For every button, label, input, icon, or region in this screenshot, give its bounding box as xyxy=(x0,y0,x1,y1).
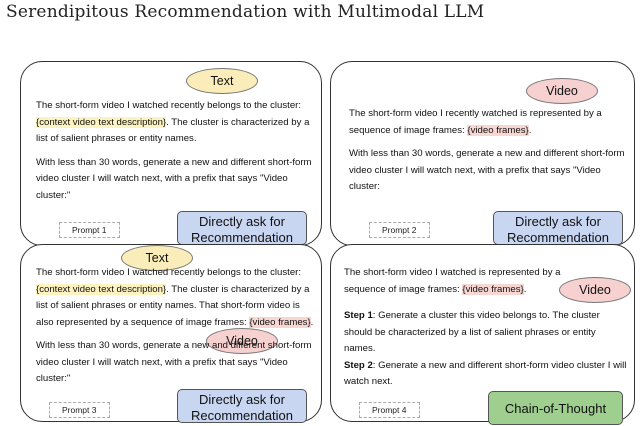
prompt-text-segment: With less than 30 words, generate a new … xyxy=(36,340,312,384)
step-2-label: Step 2 xyxy=(344,359,373,371)
context-text-placeholder: {context video text description} xyxy=(36,283,167,295)
prompt-text-segment: . The cluster is characterized by a list… xyxy=(36,283,310,328)
context-text-placeholder: {context video text description} xyxy=(36,116,167,128)
prompt-text-segment: . xyxy=(523,283,527,295)
prompt-text-segment: The short-form video I watched recently … xyxy=(36,267,302,278)
method-badge-direct: Directly ask for Recommendation xyxy=(177,389,307,423)
method-badge-cot: Chain-of-Thought xyxy=(488,391,623,425)
prompt-text-segment: The short-form video I watched is repres… xyxy=(344,267,561,295)
prompt-1-text: The short-form video I watched recently … xyxy=(36,98,316,211)
figure-title: Serendipitous Recommendation with Multim… xyxy=(6,2,485,22)
method-badge-direct: Directly ask for Recommendation xyxy=(177,211,307,245)
prompt-3-panel: Text Video The short-form video I watche… xyxy=(20,244,322,423)
prompt-label: Prompt 1 xyxy=(59,222,120,238)
prompt-text-segment: With less than 30 words, generate a new … xyxy=(36,156,312,201)
prompt-2-panel: Video The short-form video I recently wa… xyxy=(330,61,635,246)
prompt-text-segment: With less than 30 words, generate a new … xyxy=(349,148,625,192)
video-modality-tag: Video xyxy=(526,78,598,104)
method-badge-direct: Directly ask for Recommendation xyxy=(493,211,623,245)
text-modality-tag: Text xyxy=(186,68,258,94)
prompt-3-text: The short-form video I watched recently … xyxy=(36,265,316,395)
prompt-4-text: The short-form video I watched is repres… xyxy=(344,265,629,398)
prompt-2-text: The short-form video I recently watched … xyxy=(349,106,629,203)
video-frames-placeholder: {video frames} xyxy=(462,283,524,295)
prompt-label: Prompt 4 xyxy=(359,402,420,418)
prompt-text-segment: . The cluster is characterized by a list… xyxy=(36,116,310,145)
prompt-text-segment: . xyxy=(310,316,314,328)
prompt-4-panel: Video The short-form video I watched is … xyxy=(330,244,635,425)
prompt-text-segment: The short-form video I watched recently … xyxy=(36,100,302,111)
video-modality-tag: Video xyxy=(206,328,278,354)
prompt-1-panel: Text The short-form video I watched rece… xyxy=(20,61,322,246)
prompt-label: Prompt 2 xyxy=(369,222,430,238)
prompt-text-segment: . xyxy=(528,124,532,136)
video-frames-placeholder: {video frames} xyxy=(249,316,311,328)
step-1-label: Step 1 xyxy=(344,310,373,321)
prompt-text-segment: The short-form video I recently watched … xyxy=(349,108,602,136)
text-modality-tag: Text xyxy=(121,245,193,271)
step-2-text: : Generate a new and different short-for… xyxy=(344,359,627,388)
prompt-label: Prompt 3 xyxy=(49,402,110,418)
video-frames-placeholder: {video frames} xyxy=(467,124,529,136)
step-1-text: : Generate a cluster this video belongs … xyxy=(344,310,600,354)
video-modality-tag: Video xyxy=(559,277,631,303)
